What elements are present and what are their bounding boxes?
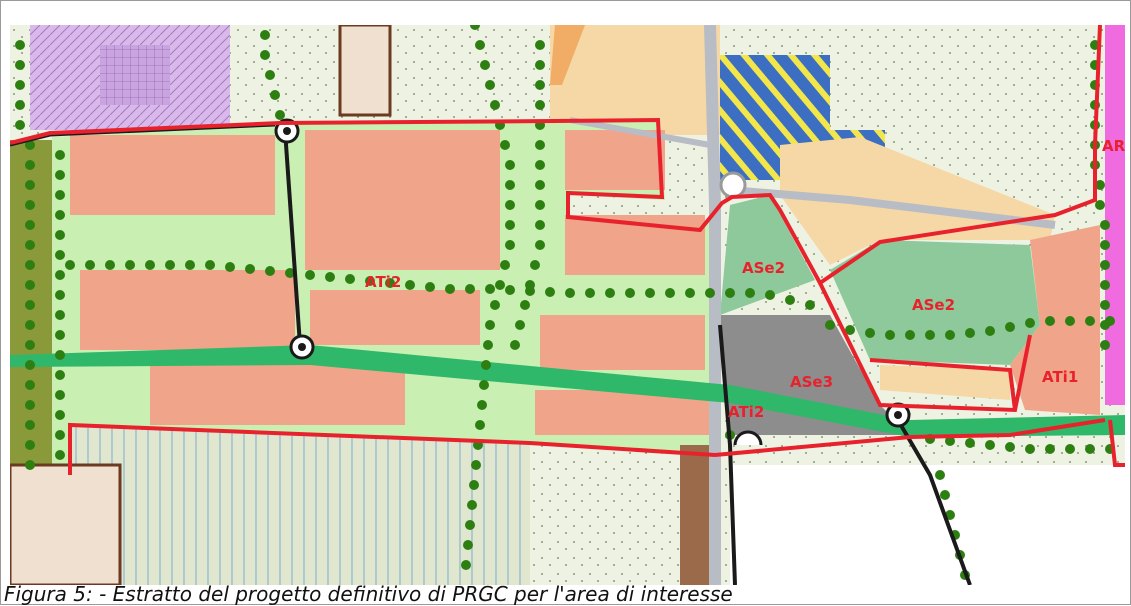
track-line-1 xyxy=(283,129,302,346)
lower-right-zone xyxy=(730,465,1125,585)
perimeter-ase3 xyxy=(818,282,1032,413)
green-corridor xyxy=(10,345,1125,437)
industrial-blocks xyxy=(70,130,710,435)
track-line-2 xyxy=(718,324,737,585)
ar-zone xyxy=(1105,25,1125,405)
ase2-zone-left xyxy=(720,195,815,315)
perimeter-south xyxy=(68,418,1106,475)
node-marker-2-core xyxy=(298,343,306,351)
tree-row-vertical-mid xyxy=(260,25,545,570)
node-marker-3-core xyxy=(894,411,902,419)
lower-left-zone xyxy=(70,427,530,585)
prgc-map: ATi2 ATi2 ASe2 ASe2 ASe3 ATi1 AR xyxy=(10,25,1125,585)
zone-label-ase2-south: ASe2 xyxy=(912,296,955,314)
residential-zone-right xyxy=(780,137,1055,265)
tree-row-horizontal-1 xyxy=(65,260,815,310)
purple-grid-block xyxy=(100,45,170,105)
node-marker-4 xyxy=(733,430,763,446)
zone-label-ase3: ASe3 xyxy=(790,373,833,391)
figure-caption: Figura 5: - Estratto del progetto defini… xyxy=(4,582,733,606)
zone-label-ar: AR xyxy=(1102,137,1125,155)
residential-strip-ati1 xyxy=(880,365,1010,400)
heritage-building-bottom xyxy=(10,463,122,585)
perimeter-east xyxy=(1108,419,1125,467)
tree-row-vertical-left xyxy=(15,40,65,470)
zone-label-ase2-north: ASe2 xyxy=(742,259,785,277)
lower-middle-zone xyxy=(530,445,720,585)
zone-label-ati1: ATi1 xyxy=(1042,368,1078,386)
orange-stripe xyxy=(550,25,585,85)
ati1-zone xyxy=(1010,225,1100,415)
tree-row-vertical-right xyxy=(935,40,1110,580)
zone-label-ati2-east: ATi2 xyxy=(728,403,764,421)
heritage-building-top xyxy=(338,25,392,117)
perimeter-north xyxy=(10,25,1102,286)
tree-rows xyxy=(15,25,1115,580)
map-canvas: ATi2 ATi2 ASe2 ASe2 ASe3 ATi1 AR xyxy=(10,25,1125,585)
track-line-3 xyxy=(893,413,972,585)
zone-label-ati2-west: ATi2 xyxy=(365,273,401,291)
roundabout xyxy=(719,171,747,199)
perimeter-ati1 xyxy=(869,358,1017,411)
node-marker-1-core xyxy=(283,127,291,135)
residential-zone-top xyxy=(550,25,720,135)
tree-row-horizontal-2 xyxy=(825,316,1115,340)
